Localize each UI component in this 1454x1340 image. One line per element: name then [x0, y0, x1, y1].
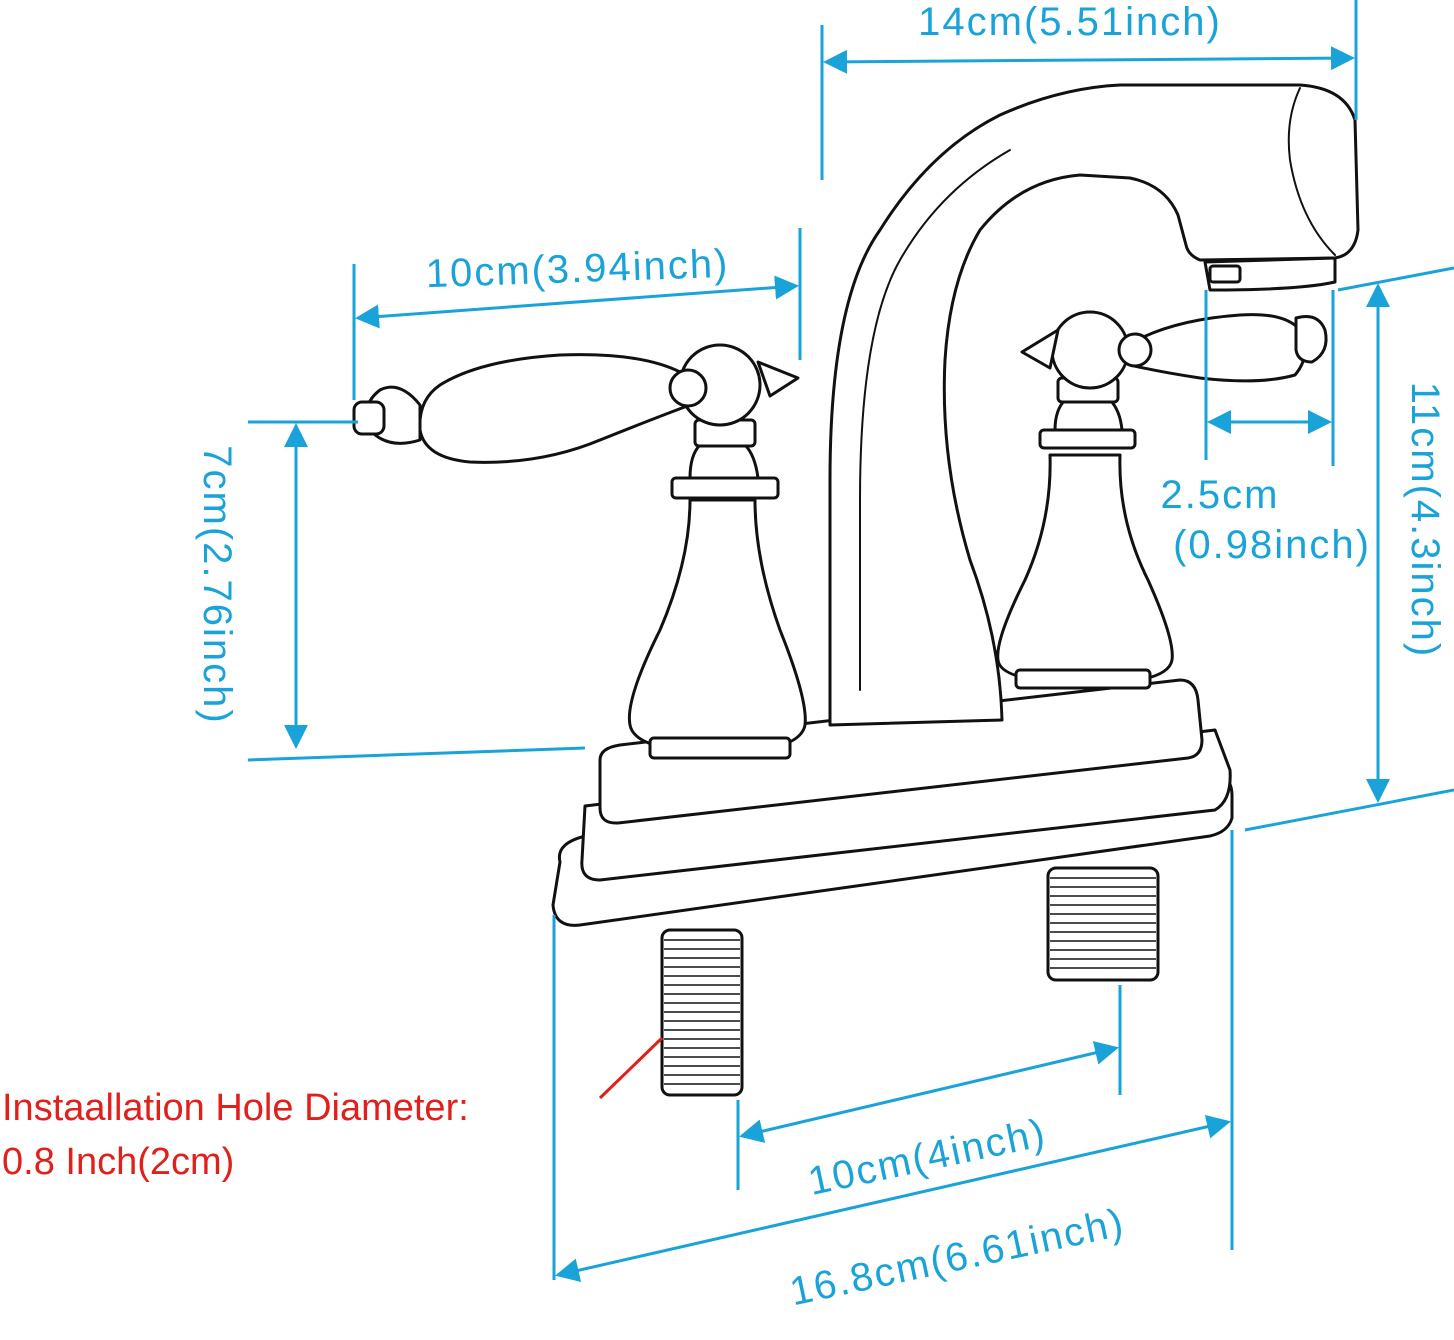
left-shank [660, 928, 744, 1097]
left-valve [627, 343, 807, 760]
aerator-offset-label-line1: 2.5cm [1161, 473, 1280, 517]
installation-note-line2: 0.8 Inch(2cm) [2, 1141, 234, 1183]
base-plate [551, 678, 1234, 927]
base-length-line [555, 1114, 1231, 1283]
installation-note: Instaallation Hole Diameter: 0.8 Inch(2c… [2, 1087, 469, 1183]
spout-height-label: 11cm(4.3inch) [1403, 382, 1447, 658]
installation-note-line1: Instaallation Hole Diameter: [2, 1087, 469, 1129]
handle-span-label: 10cm(3.94inch) [425, 242, 730, 297]
base-length-label: 16.8cm(6.61inch) [786, 1200, 1129, 1314]
left-lever-handle [352, 353, 708, 464]
right-lever-handle [1117, 313, 1328, 383]
center-spacing-line [739, 1041, 1119, 1143]
spout-reach-line [823, 46, 1355, 74]
handle-span-line [355, 275, 799, 329]
aerator-offset-label-line2: (0.98inch) [1173, 523, 1371, 567]
faucet-drawing [352, 83, 1360, 1097]
spout [828, 83, 1360, 727]
dimension-lines [247, 0, 1454, 1283]
handle-height-label: 7cm(2.76inch) [195, 445, 239, 724]
right-shank [1046, 866, 1160, 982]
right-valve [996, 310, 1174, 690]
note-leader-line [598, 1036, 664, 1100]
spout-reach-label: 14cm(5.51inch) [918, 0, 1222, 44]
